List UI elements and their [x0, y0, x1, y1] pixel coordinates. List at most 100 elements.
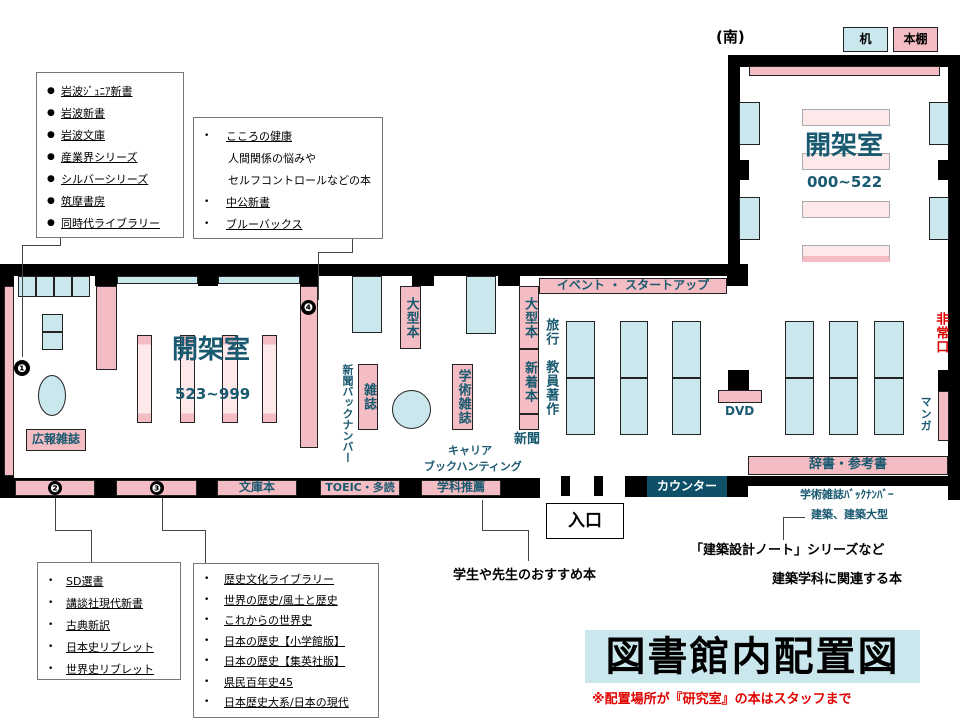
legend-shelf: 本棚: [893, 27, 938, 52]
desk: [18, 276, 36, 297]
list-item: •講談社現代新書: [48, 593, 180, 615]
list-item: • SD選書: [48, 571, 180, 593]
element: これからの世界史: [224, 614, 312, 628]
door[interactable]: [561, 476, 570, 496]
element: SD選書: [66, 574, 104, 588]
shelf: [802, 245, 890, 262]
element: 日本歴史大系/日本の現代: [224, 696, 349, 710]
shelf-pr-magazines: 広報雑誌: [26, 429, 86, 451]
architecture-note-2: 建築学科に関連する本: [772, 572, 903, 587]
desk: [117, 276, 198, 284]
element: 中公新書: [226, 195, 270, 209]
door[interactable]: [594, 476, 603, 496]
desk: [42, 332, 63, 350]
connector-line: [55, 498, 56, 530]
list-item: •歴史文化ライブラリー: [204, 570, 378, 591]
shelf: [180, 335, 195, 423]
list-description: 人間関係の悩みや: [228, 151, 316, 165]
shelf-2: ❷: [15, 480, 95, 496]
list-item: •県民百年史45: [204, 673, 378, 694]
list-item: ●岩波文庫: [47, 125, 183, 147]
desk: [785, 378, 814, 435]
newspaper-label: 新聞: [514, 432, 541, 447]
desk: [874, 378, 904, 435]
list-item: ●岩波新書: [47, 103, 183, 125]
element: •: [204, 219, 210, 230]
desk: [566, 378, 595, 435]
element: •歴史文化ライブラリー •世界の歴史/風土と歴史 •これからの世界史 •日本の歴…: [204, 570, 378, 714]
callout-1: ●岩波ｼﾞｭﾆｱ新書 ●岩波新書 ●岩波文庫 ●産業界シリーズ ●シルバーシリー…: [36, 72, 184, 238]
round-table: [392, 390, 431, 429]
wall: [948, 55, 960, 500]
round-table: [38, 375, 66, 416]
element: 岩波ｼﾞｭﾆｱ新書: [61, 84, 133, 98]
element: •: [48, 598, 54, 609]
entrance-label: 入口: [546, 503, 624, 539]
list-item: ●シルバーシリーズ: [47, 169, 183, 191]
pillar: [498, 276, 520, 286]
shelf-dvd: [718, 390, 762, 403]
callout-3: •歴史文化ライブラリー •世界の歴史/風土と歴史 •これからの世界史 •日本の歴…: [193, 563, 379, 718]
element: 日本史リブレット: [66, 640, 154, 654]
shelf-academic-magazines: 学術雑誌: [452, 364, 473, 430]
connector-line: [22, 245, 23, 357]
element: 産業界シリーズ: [61, 150, 138, 164]
connector-line: [783, 517, 805, 518]
list-item: ● 筑摩書房: [47, 191, 183, 213]
shelf-new-arrivals: 新着本: [519, 349, 539, 414]
shelf: [802, 109, 890, 126]
pillar: [300, 276, 318, 286]
list-item: •日本の歴史【小学館版】: [204, 632, 378, 653]
element: •: [204, 594, 210, 605]
shelf: [300, 286, 318, 448]
list-item: ● 産業界シリーズ: [47, 147, 183, 169]
marker-2: ❷: [48, 481, 62, 495]
element: •: [204, 197, 210, 208]
connector-line: [528, 530, 529, 561]
list-item: •これからの世界史: [204, 611, 378, 632]
element: ●: [47, 152, 55, 163]
list-item: ●岩波ｼﾞｭﾆｱ新書: [47, 81, 183, 103]
desk: [620, 321, 648, 378]
element: • SD選書 •講談社現代新書 • 古典新訳 •日本史リブレット • 世界史リブレット: [48, 571, 180, 681]
emergency-exit: 非常口: [933, 312, 949, 354]
element: •: [48, 576, 54, 587]
element: •: [204, 697, 210, 708]
shelf: [4, 286, 14, 476]
element: ●: [47, 108, 55, 119]
wall: [728, 55, 740, 276]
element: •: [48, 620, 54, 631]
element: 筑摩書房: [61, 194, 105, 208]
west-room-title: 開架室: [172, 335, 251, 365]
list-description: セルフコントロールなどの本: [228, 173, 371, 187]
desk: [42, 314, 63, 332]
element: •: [204, 676, 210, 687]
element: 世界史リブレット: [66, 662, 154, 676]
desk: [352, 276, 382, 333]
element: ブルーバックス: [226, 217, 303, 231]
connector-line: [205, 530, 206, 563]
marker-4: ❹: [301, 300, 316, 315]
shelf: [519, 414, 539, 430]
counter: カウンター: [647, 476, 727, 497]
pillar: [739, 160, 749, 180]
list-item: •日本史リブレット: [48, 637, 180, 659]
desk: [874, 321, 904, 378]
pillar: [198, 276, 218, 286]
element: 古典新訳: [66, 618, 110, 632]
pillar: [938, 370, 950, 391]
list-item: • 日本歴史大系/日本の現代: [204, 693, 378, 714]
pillar: [728, 370, 749, 391]
element: ●: [47, 218, 55, 229]
desk: [829, 378, 858, 435]
element: • 中公新書 • ブルーバックス: [204, 192, 382, 236]
element: ●: [47, 196, 55, 207]
connector-line: [162, 498, 163, 530]
shelf-bunko: 文庫本: [217, 480, 297, 496]
shelf: [802, 153, 890, 170]
academic-backnumber-label: 学術雑誌ﾊﾞｯｸﾅﾝﾊﾞｰ: [800, 488, 894, 501]
list-item: ●同時代ライブラリー: [47, 213, 183, 235]
element: ●: [47, 130, 55, 141]
connector-line: [783, 517, 784, 540]
element: •: [204, 131, 210, 142]
